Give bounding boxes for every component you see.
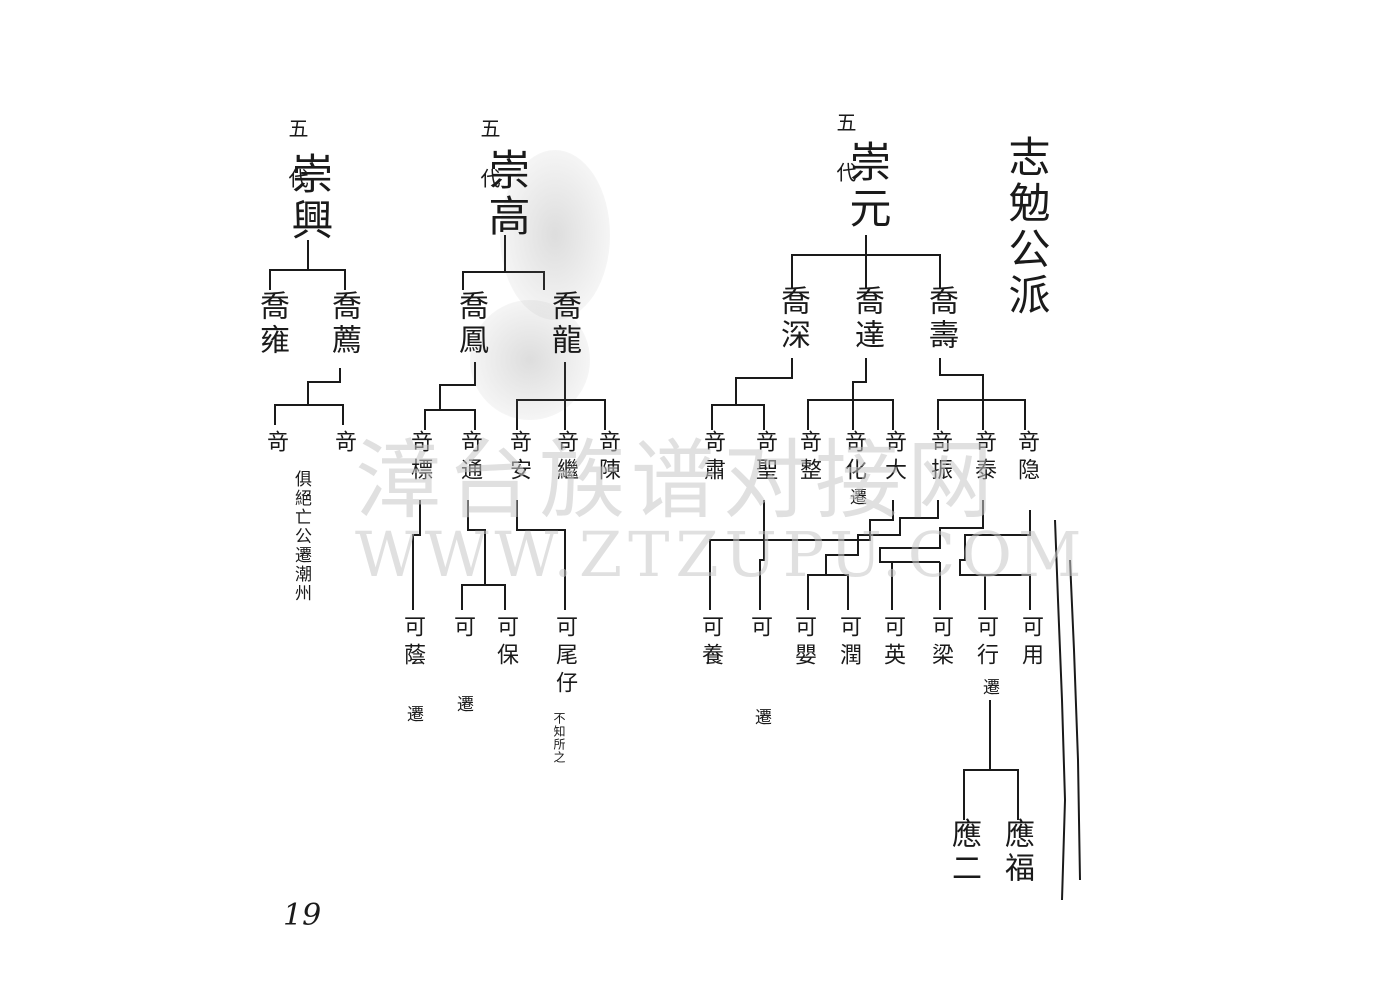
ggson-keying: 可英	[880, 615, 905, 671]
grandson-qibiao: 竒標	[407, 430, 432, 486]
page-title: 志勉公派	[1002, 135, 1051, 319]
ggson-kerun: 可潤	[836, 615, 861, 671]
grandson-qiji: 竒繼	[553, 430, 578, 486]
generation-label-left: 五代	[285, 118, 309, 218]
note-hua-qian: 遷	[846, 488, 866, 507]
note-ke-qian-middle: 遷	[453, 695, 473, 714]
desc-yinger: 應二	[946, 818, 981, 886]
son-qiaoshen: 喬深	[775, 285, 810, 353]
ink-smudge	[470, 300, 590, 420]
ggson-keweizai: 可尾仔	[552, 615, 577, 699]
note-buzhisuozhi: 不知所之	[552, 712, 566, 764]
note-xing-qian: 遷	[979, 678, 999, 697]
son-qiaojian: 喬薦	[326, 290, 361, 358]
grandson-qizhen: 竒振	[927, 430, 952, 486]
grandson-qi-2: 竒	[263, 430, 288, 458]
generation-label-middle: 五代	[477, 118, 501, 218]
son-qiaolong: 喬龍	[546, 290, 581, 358]
grandson-qihua: 竒化	[841, 430, 866, 486]
ancestor-chongyuan: 崇元	[843, 140, 892, 232]
ink-smudge	[500, 150, 610, 320]
ggson-ke-middle: 可	[450, 615, 475, 643]
grandson-qichen: 竒陳	[595, 430, 620, 486]
ggson-keliang: 可梁	[928, 615, 953, 671]
generation-label-right: 五代	[833, 112, 857, 212]
ggson-keyong: 可用	[1018, 615, 1043, 671]
son-qiaoyong: 喬雍	[254, 290, 289, 358]
grandson-qisu: 竒肅	[700, 430, 725, 486]
desc-yingfu: 應福	[999, 818, 1034, 886]
ggson-keyin: 可蔭	[400, 615, 425, 671]
ancestor-chongxing: 崇興	[285, 152, 334, 244]
note-left-branch: 俱絕亡公遷潮州	[291, 470, 311, 603]
note-ke-qian-right: 遷	[751, 708, 771, 727]
ggson-keying2: 可嬰	[791, 615, 816, 671]
ggson-kebao: 可保	[493, 615, 518, 671]
ggson-kexing: 可行	[973, 615, 998, 671]
grandson-qitai: 竒泰	[971, 430, 996, 486]
grandson-qida: 竒大	[881, 430, 906, 486]
grandson-qiyin: 竒隐	[1014, 430, 1039, 486]
page-number: 19	[283, 898, 322, 933]
ggson-keyang: 可養	[698, 615, 723, 671]
grandson-qi-1: 竒	[331, 430, 356, 458]
son-qiaoshou: 喬壽	[923, 285, 958, 353]
grandson-qitong: 竒通	[457, 430, 482, 486]
grandson-qizheng: 竒整	[796, 430, 821, 486]
note-yin-qian: 遷	[403, 705, 423, 724]
son-qiaoda: 喬達	[849, 285, 884, 353]
grandson-qisheng: 竒聖	[752, 430, 777, 486]
ggson-ke: 可	[747, 615, 772, 643]
grandson-qian: 竒安	[506, 430, 531, 486]
ancestor-chonggao: 崇高	[482, 148, 531, 240]
son-qiaofeng: 喬鳳	[453, 290, 488, 358]
